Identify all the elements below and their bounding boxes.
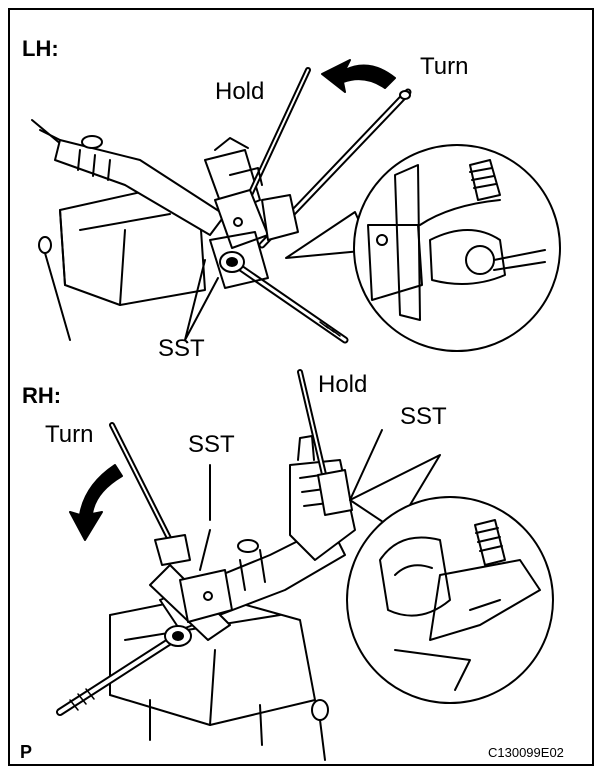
lh-turn-wrench: [258, 88, 412, 249]
rh-section-label: RH:: [22, 383, 62, 408]
lh-detail-inset: [285, 144, 561, 352]
rh-hold-label: Hold: [318, 371, 368, 398]
lh-turn-label: Turn: [420, 53, 469, 80]
page-mark: P: [20, 742, 33, 762]
lh-sst-label: SST: [158, 335, 205, 362]
figure-code: C130099E02: [488, 745, 564, 760]
lh-hold-label: Hold: [215, 78, 265, 105]
rh-turn-arrow: [69, 464, 123, 541]
rh-sst-label-right: SST: [400, 403, 447, 430]
rh-hold-wrench: [297, 369, 353, 516]
rh-sst-label-center: SST: [188, 431, 235, 458]
lh-steering-rack: [31, 119, 261, 341]
lh-sst-leaders: [184, 259, 219, 341]
rh-detail-inset: [346, 454, 554, 704]
rh-sst-leaders: [209, 429, 383, 521]
lh-tie-rod: [209, 231, 349, 344]
rh-turn-label: Turn: [45, 421, 94, 448]
rh-steering-rack: [109, 435, 356, 761]
rh-tie-rod: [56, 625, 192, 716]
rh-sst-tool: [179, 529, 233, 623]
lh-turn-arrow: [321, 59, 396, 93]
lh-section-label: LH:: [22, 36, 59, 61]
